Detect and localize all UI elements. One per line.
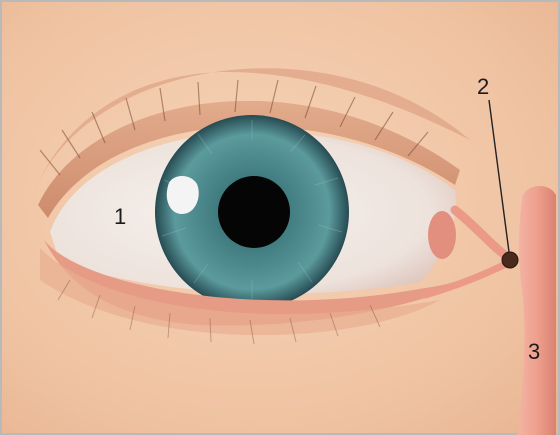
- label-2: 2: [477, 76, 489, 98]
- lacrimal-caruncle: [428, 211, 456, 259]
- pupil: [218, 176, 290, 248]
- lacrimal-punctum-marker: [502, 252, 518, 268]
- label-1: 1: [114, 206, 126, 228]
- label-3: 3: [528, 341, 540, 363]
